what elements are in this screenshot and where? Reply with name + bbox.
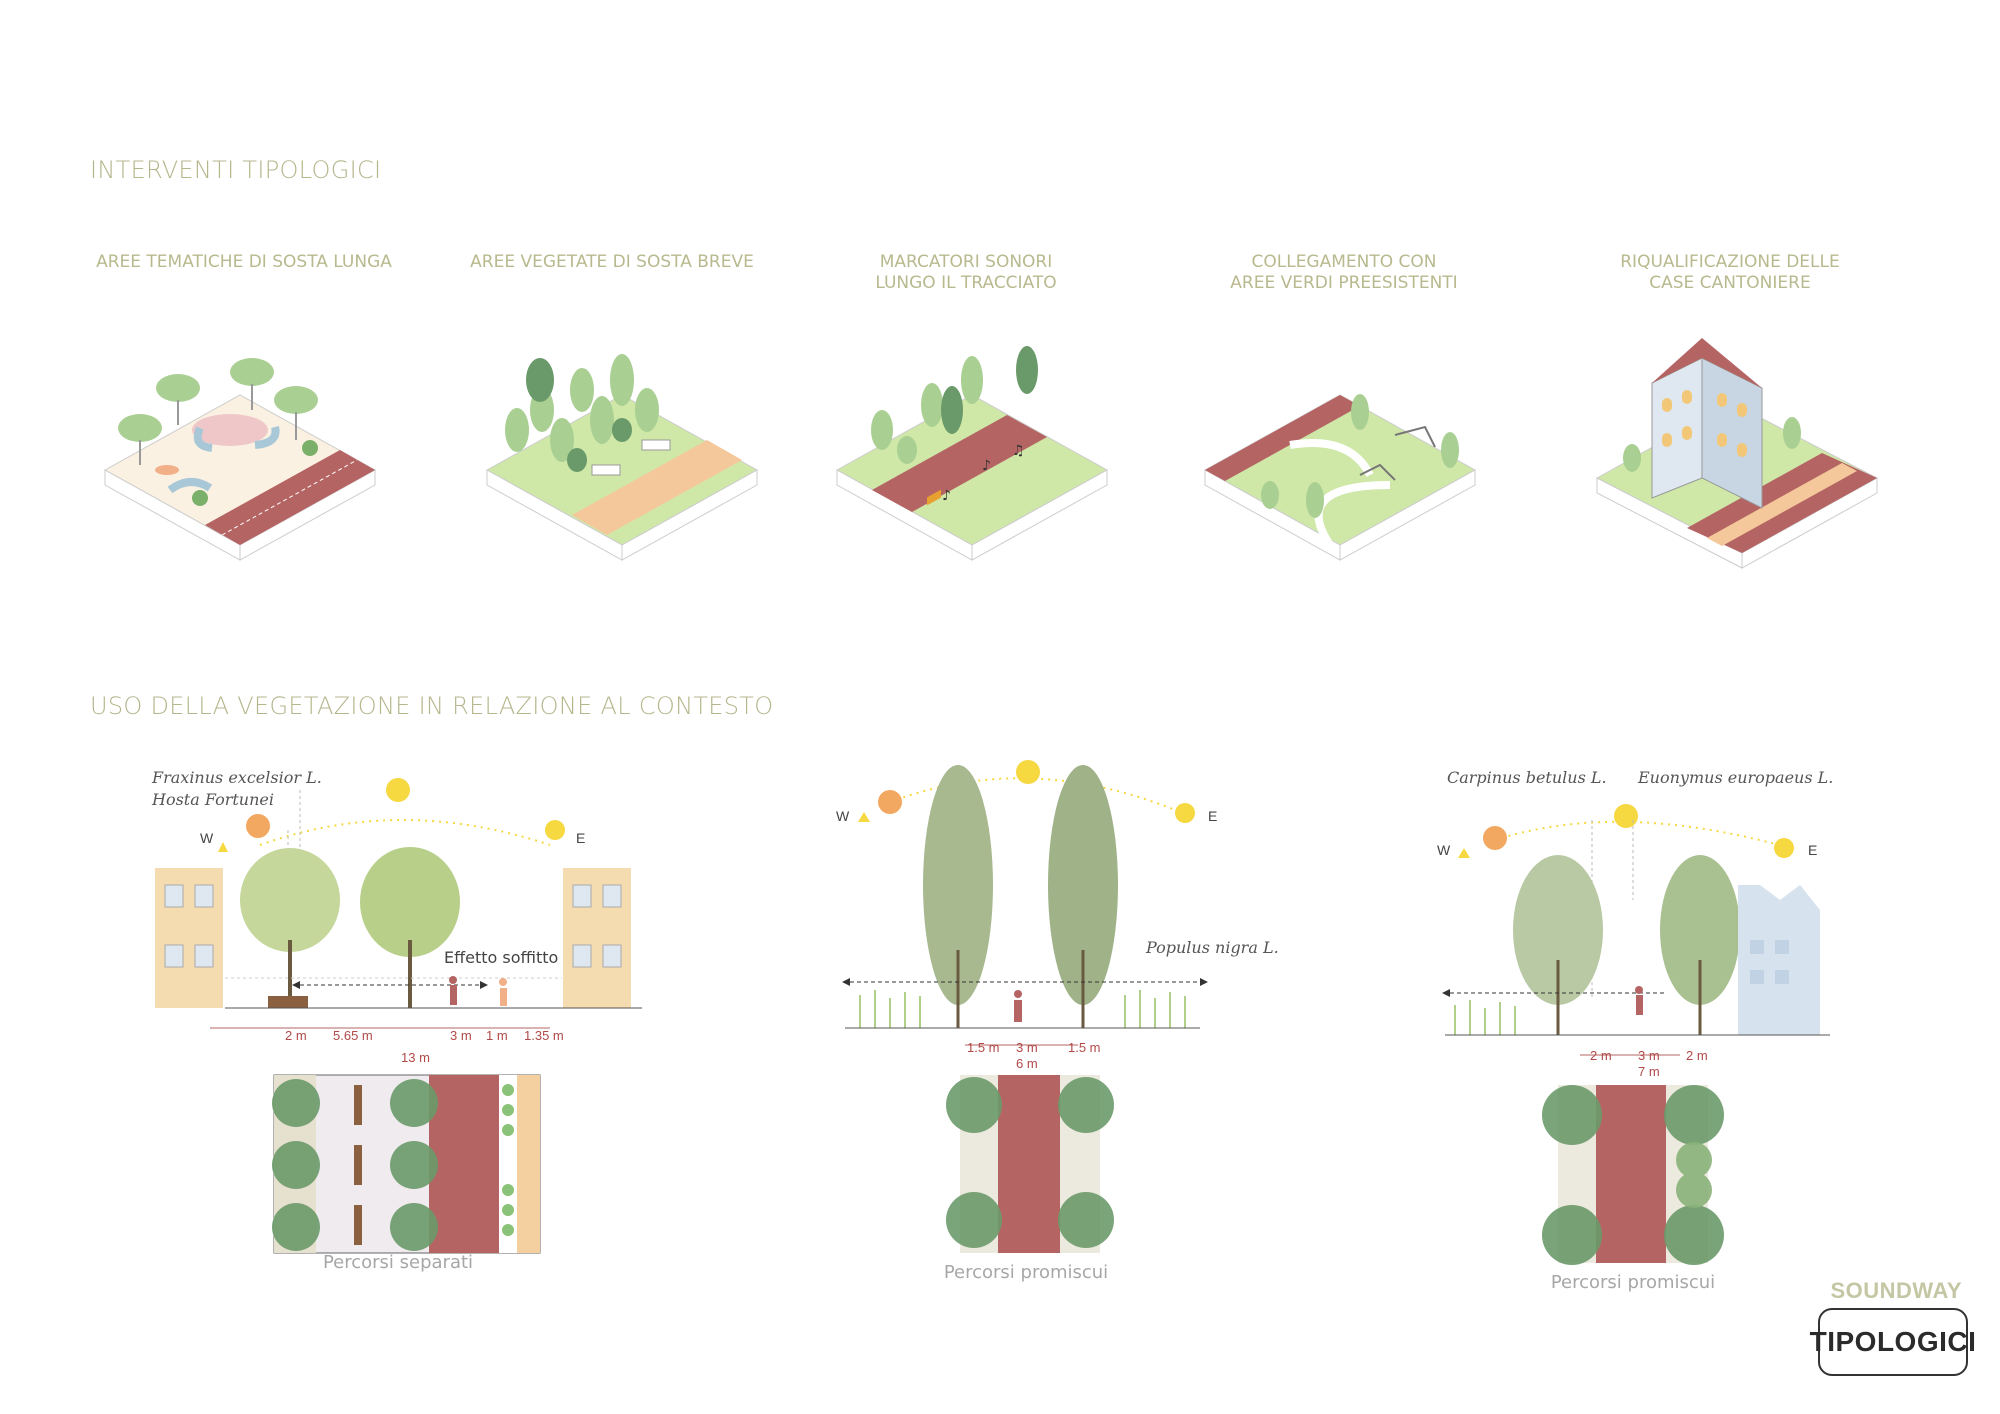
category-label-sosta-lunga: AREE TEMATICHE DI SOSTA LUNGA	[96, 252, 392, 272]
plan-diagram-b	[946, 1075, 1114, 1253]
dim-a-2: 5.65 m	[333, 1028, 373, 1043]
iso-diagram-sosta-breve	[485, 354, 759, 561]
iso-diagram-collegamento	[1203, 394, 1477, 561]
brand-name: SOUNDWAY	[1830, 1278, 1962, 1303]
dim-a-4: 1 m	[486, 1028, 508, 1043]
category-label-sosta-breve: AREE VEGETATE DI SOSTA BREVE	[470, 252, 754, 272]
dim-b-2: 3 m	[1016, 1040, 1038, 1055]
compass-west-b: W	[836, 808, 850, 824]
dim-b-total: 6 m	[1016, 1056, 1038, 1071]
section-title-interventi: INTERVENTI TIPOLOGICI	[90, 156, 382, 184]
compass-west-c: W	[1437, 842, 1451, 858]
svg-text:♪: ♪	[982, 458, 991, 474]
section-title-vegetazione: USO DELLA VEGETAZIONE IN RELAZIONE AL CO…	[90, 692, 774, 720]
compass-east-b: E	[1208, 808, 1218, 824]
iso-diagram-sosta-lunga	[103, 358, 377, 561]
dim-a-total: 13 m	[401, 1050, 430, 1065]
section-diagram-a	[155, 778, 642, 1029]
plan-diagram-a	[272, 1074, 541, 1254]
category-label-collegamento: COLLEGAMENTO CON AREE VERDI PREESISTENTI	[1230, 252, 1458, 293]
category-label-case-cantoniere: RIQUALIFICAZIONE DELLE CASE CANTONIERE	[1620, 252, 1840, 293]
caption-percorsi-promiscui-b: Percorsi promiscui	[943, 1262, 1109, 1283]
caption-percorsi-promiscui-c: Percorsi promiscui	[1550, 1272, 1716, 1293]
section-diagram-c	[1442, 804, 1830, 1056]
dim-c-3: 2 m	[1686, 1048, 1708, 1063]
species-label-fraxinus: Fraxinus excelsior L.	[152, 768, 322, 787]
species-label-euonymus: Euonymus europaeus L.	[1638, 768, 1834, 787]
caption-percorsi-separati: Percorsi separati	[322, 1252, 474, 1273]
dim-c-1: 2 m	[1590, 1048, 1612, 1063]
section-badge: TIPOLOGICI	[1810, 1308, 1976, 1376]
dim-c-2: 3 m	[1638, 1048, 1660, 1063]
plan-diagram-c	[1542, 1085, 1724, 1265]
species-label-populus: Populus nigra L.	[1146, 938, 1279, 957]
dim-a-3: 3 m	[450, 1028, 472, 1043]
dim-b-3: 1.5 m	[1068, 1040, 1101, 1055]
compass-east-a: E	[576, 830, 586, 846]
annotation-effetto-soffitto: Effetto soffitto	[444, 948, 559, 967]
iso-diagram-case-cantoniere	[1595, 338, 1879, 569]
dim-b-1: 1.5 m	[967, 1040, 1000, 1055]
species-label-hosta: Hosta Fortunei	[152, 790, 274, 809]
svg-text:♫: ♫	[1012, 443, 1025, 459]
dim-a-1: 2 m	[285, 1028, 307, 1043]
category-label-marcatori-sonori: MARCATORI SONORI LUNGO IL TRACCIATO	[875, 252, 1057, 293]
dim-c-total: 7 m	[1638, 1064, 1660, 1079]
compass-west-a: W	[200, 830, 214, 846]
svg-text:♪: ♪	[942, 488, 951, 504]
section-diagram-b	[842, 760, 1208, 1046]
dim-a-5: 1.35 m	[524, 1028, 564, 1043]
species-label-carpinus: Carpinus betulus L.	[1447, 768, 1607, 787]
iso-diagram-marcatori-sonori: ♪ ♫ ♪	[835, 346, 1109, 561]
compass-east-c: E	[1808, 842, 1818, 858]
